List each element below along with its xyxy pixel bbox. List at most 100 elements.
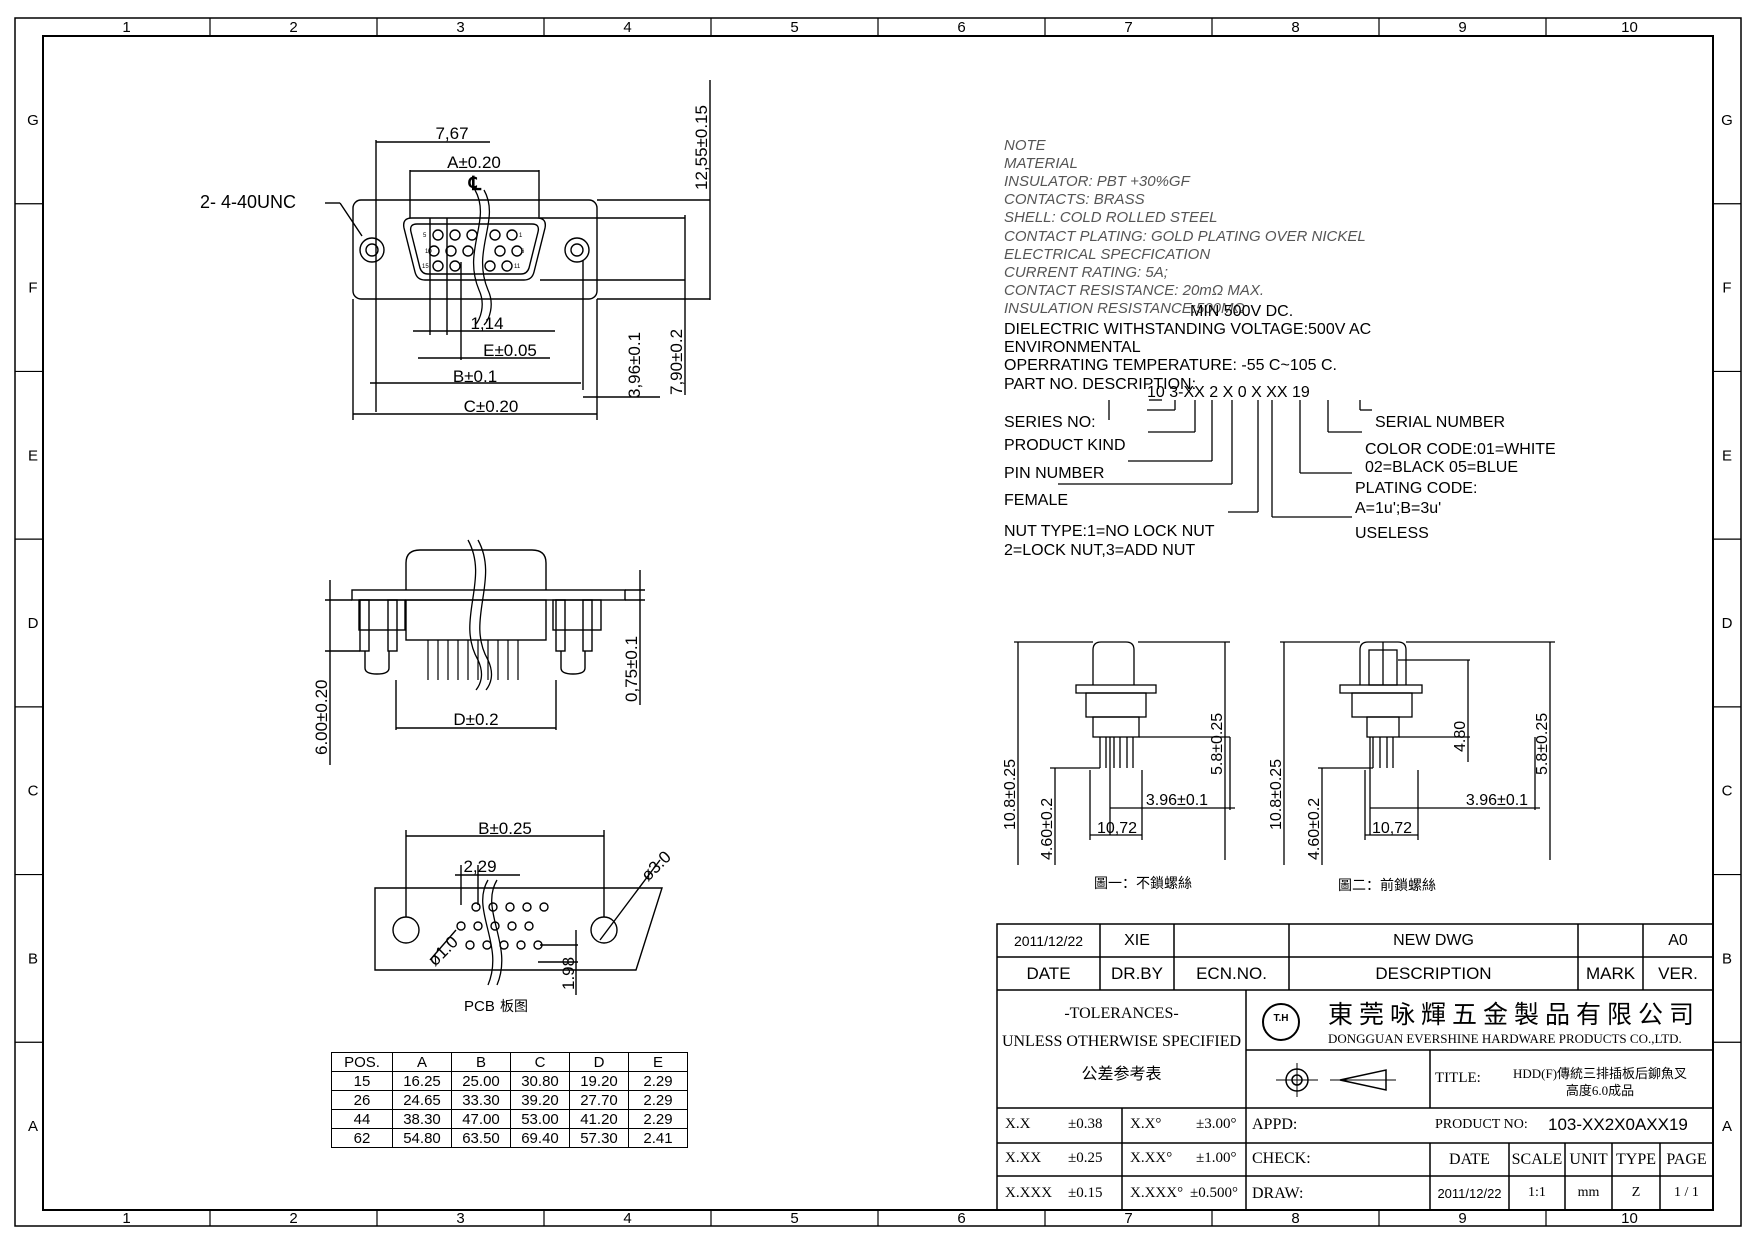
title-value-line1: HDD(F)傳統三排插板后鉚魚叉 xyxy=(1512,1066,1688,1081)
table-cell: 39.20 xyxy=(510,1090,570,1110)
side-view xyxy=(325,539,645,765)
v2-pin: 4.60±0.2 xyxy=(1306,798,1323,860)
ruler-label: A xyxy=(28,1118,38,1135)
ruler-label: 9 xyxy=(1458,1210,1466,1227)
pcb-view-labels: B±0.25 2,29 ø3.0 ø1.0 1.98 PCB 板图 xyxy=(424,819,674,1015)
table-cell: 57.30 xyxy=(569,1128,629,1148)
pcb-dim-10: ø1.0 xyxy=(424,932,461,969)
tolerances-subtitle: UNLESS OTHERWISE SPECIFIED xyxy=(1001,1033,1242,1050)
v1-pin: 4.60±0.2 xyxy=(1039,798,1056,860)
ruler-label: 2 xyxy=(289,1210,297,1227)
bottom-date-value: 2011/12/22 xyxy=(1437,1185,1502,1201)
ruler-label: 10 xyxy=(1621,19,1638,36)
ruler-label: 9 xyxy=(1458,19,1466,36)
part-no-label: FEMALE xyxy=(1004,492,1068,509)
version-header: VER. xyxy=(1658,963,1698,983)
note-line: PART NO. DESCRIPTION: xyxy=(1004,376,1196,393)
tol-xx-val: ±0.25 xyxy=(1068,1150,1103,1166)
ruler-label: 3 xyxy=(456,1210,464,1227)
draw-label: DRAW: xyxy=(1252,1185,1304,1202)
part-no-label: 02=BLACK 05=BLUE xyxy=(1365,459,1518,476)
company-name-cn: 東莞咏輝五金製品有限公司 xyxy=(1328,1002,1701,1029)
table-cell: 63.50 xyxy=(451,1128,511,1148)
table-row: 62 54.80 63.50 69.40 57.30 2.41 xyxy=(331,1128,688,1148)
front-view xyxy=(325,80,711,420)
appd-label: APPD: xyxy=(1252,1116,1298,1133)
ruler-label: 7 xyxy=(1124,19,1132,36)
ruler-label: 5 xyxy=(790,1210,798,1227)
table-header-cell: C xyxy=(510,1052,570,1072)
variant-view-1 xyxy=(1014,641,1235,865)
ruler-label: 1 xyxy=(122,1210,130,1227)
front-view-labels: 7,67 A±0.20 ℄ 2- 4-40UNC 12,55±0.15 1,14… xyxy=(200,105,711,416)
note-line: ELECTRICAL SPECFICATION xyxy=(1004,246,1210,263)
part-no-label: SERIAL NUMBER xyxy=(1375,414,1505,431)
part-no-label: 2=LOCK NUT,3=ADD NUT xyxy=(1004,542,1195,559)
table-cell: 25.00 xyxy=(451,1071,511,1091)
ruler-label: B xyxy=(1722,950,1732,967)
tol-xx: X.XX xyxy=(1005,1150,1042,1166)
dim-d: D±0.2 xyxy=(453,710,498,729)
part-no-label: SERIES NO: xyxy=(1004,414,1096,431)
part-no-code: 10 3-XX 2 X 0 X XX 19 xyxy=(1147,384,1310,401)
table-header-cell: D xyxy=(569,1052,629,1072)
pin-label: 15 xyxy=(422,264,429,270)
bottom-page-value: 1 / 1 xyxy=(1674,1185,1699,1200)
pin-label: 6 xyxy=(521,249,525,255)
notes-block: NOTE MATERIAL INSULATOR: PBT +30%GF CONT… xyxy=(1004,137,1371,393)
ecn-header: ECN.NO. xyxy=(1196,963,1267,983)
dim-a: A±0.20 xyxy=(447,153,501,172)
note-line: ENVIRONMENTAL xyxy=(1004,339,1141,356)
pin-label: 10 xyxy=(425,249,432,255)
v2-caption: 圖二：前鎖螺絲 xyxy=(1338,877,1436,894)
company-name-en: DONGGUAN EVERSHINE HARDWARE PRODUCTS CO.… xyxy=(1328,1031,1682,1046)
ruler-label: G xyxy=(1721,112,1733,129)
part-no-label: PLATING CODE: xyxy=(1355,480,1477,497)
table-cell: 33.30 xyxy=(451,1090,511,1110)
ruler-label: E xyxy=(1722,447,1732,464)
note-line: CONTACT RESISTANCE: 20mΩ MAX. xyxy=(1004,282,1264,299)
note-line: INSULATOR: PBT +30%GF xyxy=(1004,173,1191,190)
bottom-scale-value: 1:1 xyxy=(1528,1185,1546,1200)
table-cell: 62 xyxy=(331,1128,393,1148)
date-header: DATE xyxy=(1026,963,1071,983)
ruler-label: 4 xyxy=(623,19,631,36)
ruler-label: D xyxy=(1722,615,1733,632)
note-line: MATERIAL xyxy=(1004,155,1078,172)
revision-version: A0 xyxy=(1668,931,1688,949)
note-line: DIELECTRIC WITHSTANDING VOLTAGE:500V AC xyxy=(1004,321,1371,338)
pcb-dim-b: B±0.25 xyxy=(478,819,532,838)
part-no-label: USELESS xyxy=(1355,525,1429,542)
pos-table: POS. A B C D E 15 16.25 25.00 30.80 19.2… xyxy=(331,1052,688,1148)
v1-height: 10.8±0.25 xyxy=(1002,759,1019,830)
ruler-label: E xyxy=(28,447,38,464)
v1-width: 10,72 xyxy=(1097,820,1137,837)
note-line: MIN 500V DC. xyxy=(1190,303,1293,320)
part-no-diagram xyxy=(1058,399,1372,518)
ruler-label: 2 xyxy=(289,19,297,36)
title-value-line2: 高度6.0成品 xyxy=(1565,1083,1635,1098)
note-line: CONTACT PLATING: GOLD PLATING OVER NICKE… xyxy=(1004,228,1366,245)
dim-1255: 12,55±0.15 xyxy=(692,105,711,190)
dim-396: 3,96±0.1 xyxy=(625,332,644,398)
ruler-label: F xyxy=(28,280,37,297)
table-header-row: POS. A B C D E xyxy=(331,1052,688,1072)
table-cell: 47.00 xyxy=(451,1109,511,1129)
dim-e: E±0.05 xyxy=(483,341,537,360)
dim-767: 7,67 xyxy=(435,124,468,143)
table-cell: 69.40 xyxy=(510,1128,570,1148)
ruler-label: 4 xyxy=(623,1210,631,1227)
table-cell: 19.20 xyxy=(569,1071,629,1091)
ruler-label: 8 xyxy=(1291,19,1299,36)
variant-view-2-labels: 10.8±0.25 4.60±0.2 10,72 3.96±0.1 5.8±0.… xyxy=(1268,713,1551,894)
table-cell: 41.20 xyxy=(569,1109,629,1129)
tol-xxx: X.XXX xyxy=(1005,1185,1053,1201)
bottom-unit-value: mm xyxy=(1577,1185,1600,1200)
v2-width: 10,72 xyxy=(1372,820,1412,837)
ruler-label: 6 xyxy=(957,19,965,36)
bottom-page-header: PAGE xyxy=(1666,1150,1707,1168)
bottom-date-header: DATE xyxy=(1449,1150,1490,1168)
table-cell: 2.41 xyxy=(628,1128,688,1148)
pin-label: 11 xyxy=(514,264,521,270)
company-logo: T.H xyxy=(1273,1013,1289,1024)
